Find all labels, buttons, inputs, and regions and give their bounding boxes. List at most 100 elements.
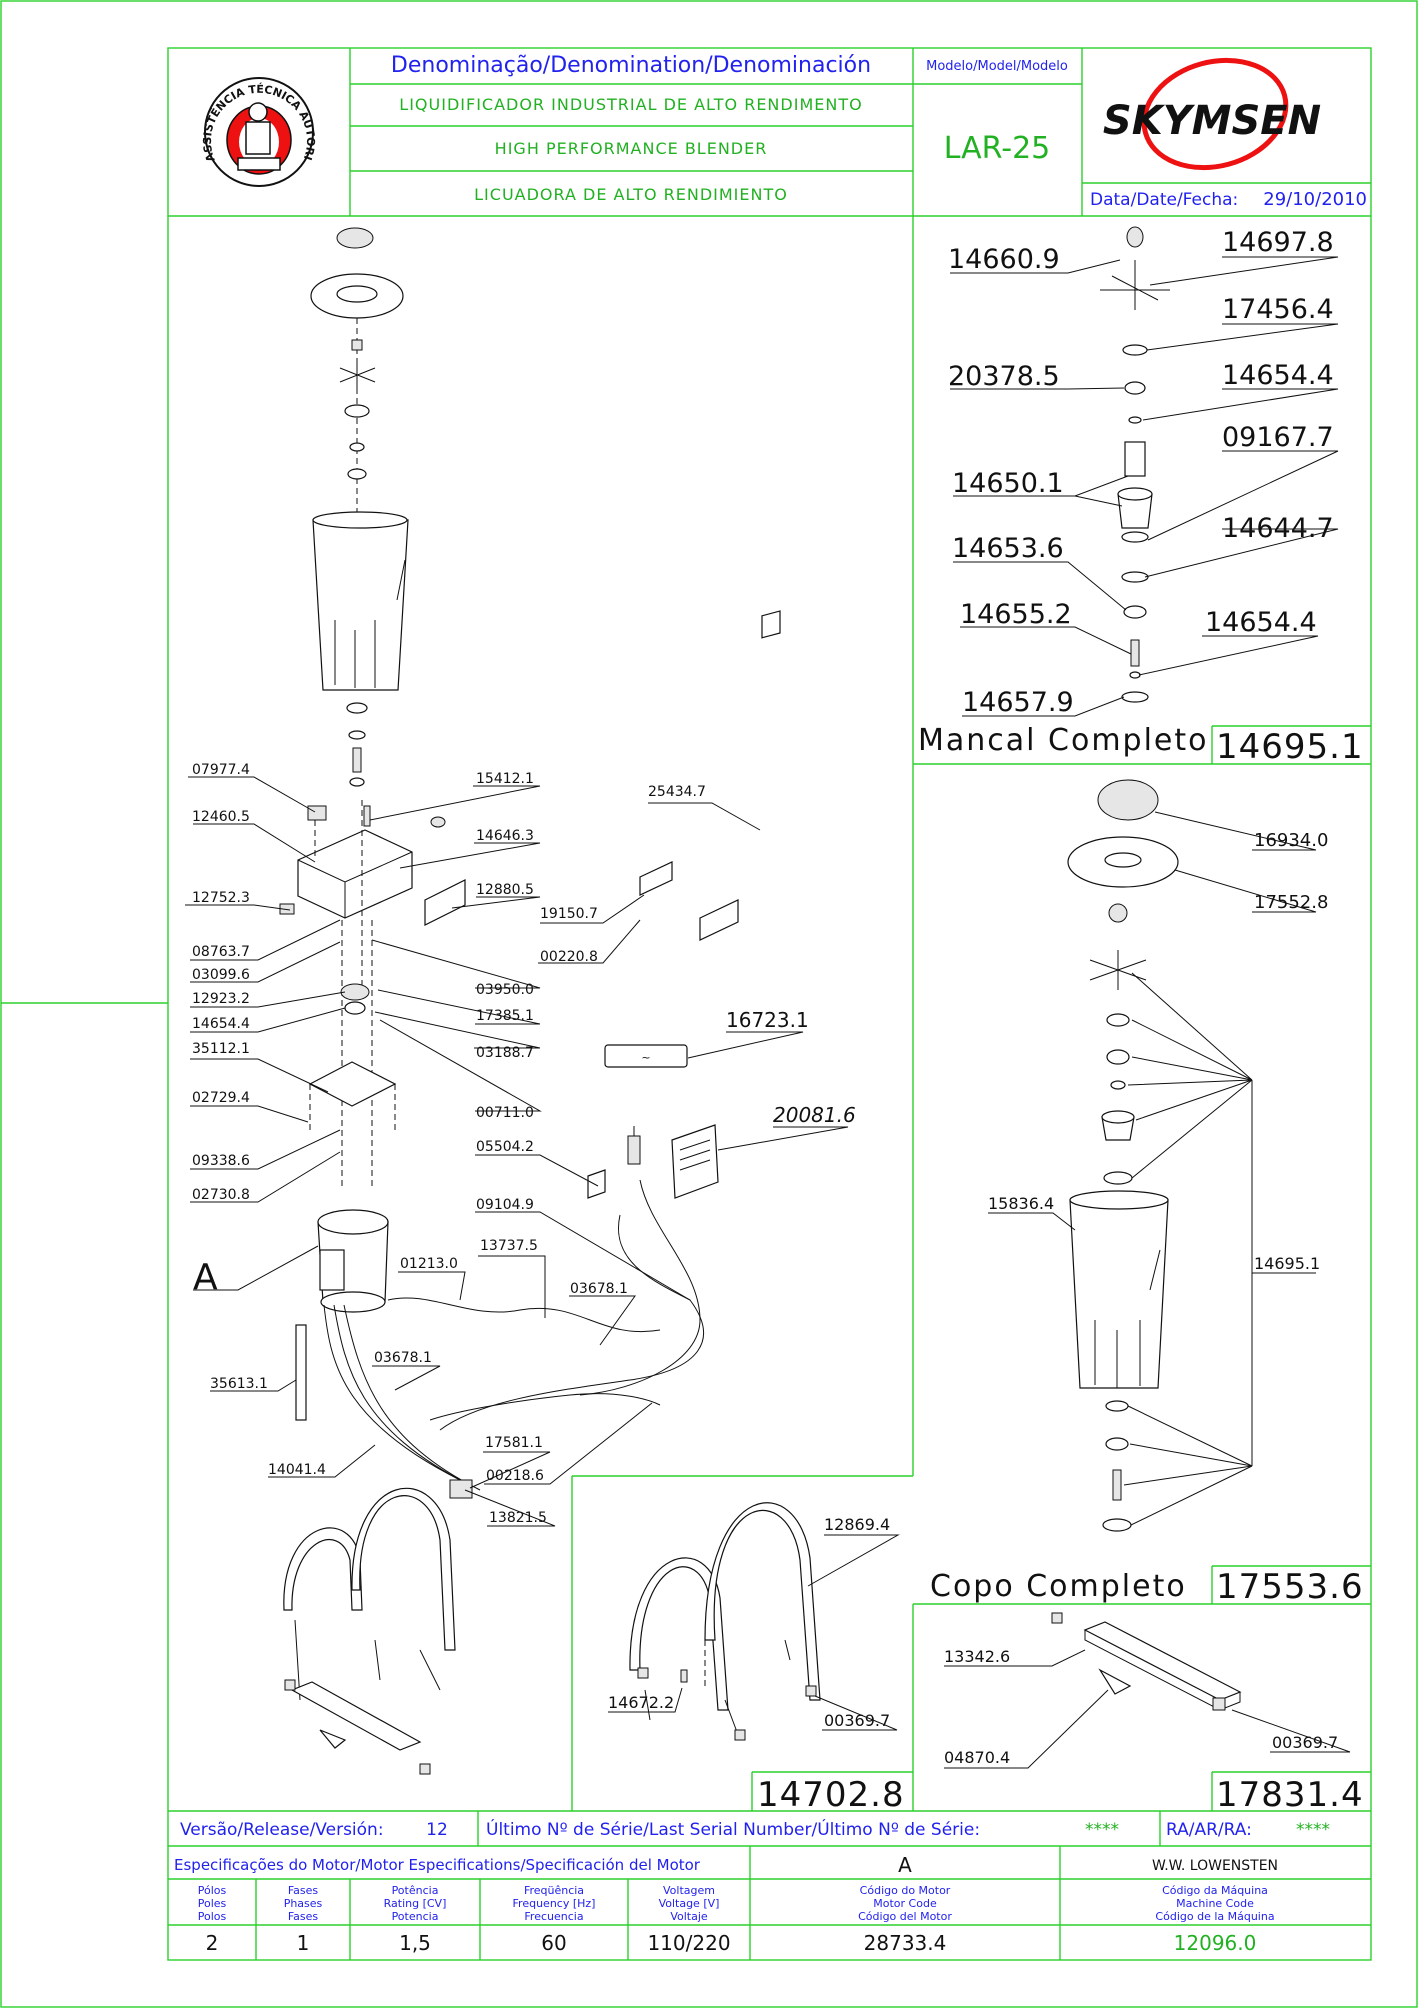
bearing-label-14654-4-a: 14654.4: [1222, 360, 1334, 391]
part-label-09104-9: 09104.9: [476, 1197, 534, 1213]
model-number: LAR-25: [944, 131, 1051, 166]
stand-label-12869-4: 12869.4: [824, 1515, 890, 1534]
version-label: Versão/Release/Versión:: [180, 1820, 384, 1840]
bracket-box: 13342.6 04870.4 00369.7 17831.4: [944, 1612, 1371, 1815]
value-frequency: 60: [541, 1931, 566, 1955]
part-label-14646-3: 14646.3: [476, 828, 534, 844]
col-motor-code-en: Motor Code: [873, 1897, 937, 1910]
bearing-label-09167-7: 09167.7: [1222, 422, 1334, 453]
motor-manufacturer: W.W. LOWENSTEN: [1152, 1858, 1278, 1874]
col-motor-code-pt: Código do Motor: [860, 1884, 951, 1897]
motor-spec-label: Especificações do Motor/Motor Especifica…: [174, 1856, 701, 1874]
date-value: 29/10/2010: [1263, 189, 1367, 210]
value-machine-code: 12096.0: [1174, 1931, 1257, 1955]
part-label-15412-1: 15412.1: [476, 771, 534, 787]
col-freq-en: Frequency [Hz]: [513, 1897, 596, 1910]
part-label-20081-6: 20081.6: [773, 1103, 856, 1127]
part-label-08763-7: 08763.7: [192, 944, 250, 960]
part-label-02729-4: 02729.4: [192, 1090, 250, 1106]
col-phases-pt: Fases: [288, 1884, 319, 1897]
cup-label-14695-1: 14695.1: [1254, 1254, 1320, 1273]
part-label-03678-1-a: 03678.1: [570, 1281, 628, 1297]
value-power: 1,5: [399, 1931, 431, 1955]
footer-table: Versão/Release/Versión: 12 Último Nº de …: [168, 1810, 1371, 1960]
part-label-12460-5: 12460.5: [192, 809, 250, 825]
part-label-03099-6: 03099.6: [192, 967, 250, 983]
value-voltage: 110/220: [647, 1931, 730, 1955]
bearing-assembly-title: Mancal Completo: [918, 723, 1209, 758]
part-label-02730-8: 02730.8: [192, 1187, 250, 1203]
bearing-label-14657-9: 14657.9: [962, 687, 1074, 718]
col-voltage-en: Voltage [V]: [659, 1897, 720, 1910]
part-label-14041-4: 14041.4: [268, 1462, 326, 1478]
col-power-en: Rating [CV]: [384, 1897, 447, 1910]
cup-assembly-box: 16934.0 17552.8 15836.4 14695.1 Copo Com…: [930, 779, 1371, 1607]
box-dividers: [571, 216, 1371, 1811]
bearing-assembly-code: 14695.1: [1216, 727, 1364, 767]
part-label-19150-7: 19150.7: [540, 906, 598, 922]
cup-label-17552-8: 17552.8: [1254, 892, 1328, 913]
col-power-es: Potencia: [392, 1910, 439, 1923]
col-power-pt: Potência: [392, 1884, 439, 1897]
product-name-pt: LIQUIDIFICADOR INDUSTRIAL DE ALTO RENDIM…: [399, 95, 862, 114]
model-header: Modelo/Model/Modelo: [926, 59, 1068, 74]
col-phases-es: Fases: [288, 1910, 319, 1923]
stand-label-14672-2: 14672.2: [608, 1693, 674, 1712]
bearing-label-14655-2: 14655.2: [960, 599, 1072, 630]
cup-label-16934-0: 16934.0: [1254, 830, 1328, 851]
part-label-03188-7: 03188.7: [476, 1045, 534, 1061]
product-name-en: HIGH PERFORMANCE BLENDER: [495, 139, 768, 158]
denomination-header: Denominação/Denomination/Denominación: [391, 53, 871, 78]
motor-class-callout: A: [193, 1257, 218, 1298]
col-poles-pt: Pólos: [198, 1884, 227, 1897]
skymsen-logo: SKYMSEN: [1103, 57, 1321, 171]
part-label-35613-1: 35613.1: [210, 1376, 268, 1392]
col-voltage-pt: Voltagem: [663, 1884, 715, 1897]
part-label-00218-6: 00218.6: [486, 1468, 544, 1484]
bracket-label-04870-4: 04870.4: [944, 1748, 1010, 1767]
cup-label-15836-4: 15836.4: [988, 1194, 1054, 1213]
part-label-14654-4: 14654.4: [192, 1016, 250, 1032]
part-label-16723-1: 16723.1: [726, 1008, 809, 1032]
cup-assembly-code: 17553.6: [1216, 1567, 1364, 1607]
date-label: Data/Date/Fecha:: [1090, 190, 1238, 210]
stand-assembly-code: 14702.8: [757, 1775, 905, 1815]
part-label-12923-2: 12923.2: [192, 991, 250, 1007]
bearing-label-14653-6: 14653.6: [952, 533, 1064, 564]
bearing-label-20378-5: 20378.5: [948, 361, 1060, 392]
title-block: ASSISTÊNCIA TÉCNICA AUTORIZADA Denominaç…: [0, 0, 1371, 217]
col-freq-es: Frecuencia: [524, 1910, 583, 1923]
bracket-label-13342-6: 13342.6: [944, 1647, 1010, 1666]
bearing-label-14644-7: 14644.7: [1222, 513, 1334, 544]
bracket-assembly-code: 17831.4: [1216, 1775, 1364, 1815]
part-label-17385-1: 17385.1: [476, 1008, 534, 1024]
part-label-01213-0: 01213.0: [400, 1256, 458, 1272]
part-label-13737-5: 13737.5: [480, 1238, 538, 1254]
part-label-05504-2: 05504.2: [476, 1139, 534, 1155]
main-leader-lines: [185, 776, 849, 1527]
bearing-label-14660-9: 14660.9: [948, 244, 1060, 275]
part-label-35112-1: 35112.1: [192, 1041, 250, 1057]
brand-wordmark: SKYMSEN: [1103, 98, 1321, 144]
bearing-label-14654-4-b: 14654.4: [1205, 607, 1317, 638]
col-motor-code-es: Código del Motor: [858, 1910, 952, 1923]
stand-label-00369-7: 00369.7: [824, 1711, 890, 1730]
ra-value: ****: [1296, 1820, 1330, 1840]
part-label-09338-6: 09338.6: [192, 1153, 250, 1169]
svg-text:~: ~: [641, 1051, 650, 1064]
part-label-00711-0: 00711.0: [476, 1105, 534, 1121]
main-exploded-view: ~: [279, 227, 781, 1775]
col-machine-code-pt: Código da Máquina: [1162, 1884, 1268, 1897]
authorized-service-seal: ASSISTÊNCIA TÉCNICA AUTORIZADA: [0, 0, 317, 187]
bracket-label-00369-7: 00369.7: [1272, 1733, 1338, 1752]
part-label-12752-3: 12752.3: [192, 890, 250, 906]
part-label-25434-7: 25434.7: [648, 784, 706, 800]
part-label-12880-5: 12880.5: [476, 882, 534, 898]
version-value: 12: [426, 1820, 448, 1840]
part-label-13821-5: 13821.5: [489, 1510, 547, 1526]
col-freq-pt: Freqüência: [524, 1884, 584, 1897]
value-poles: 2: [206, 1931, 219, 1955]
value-phases: 1: [297, 1931, 310, 1955]
bearing-label-14697-8: 14697.8: [1222, 227, 1334, 258]
